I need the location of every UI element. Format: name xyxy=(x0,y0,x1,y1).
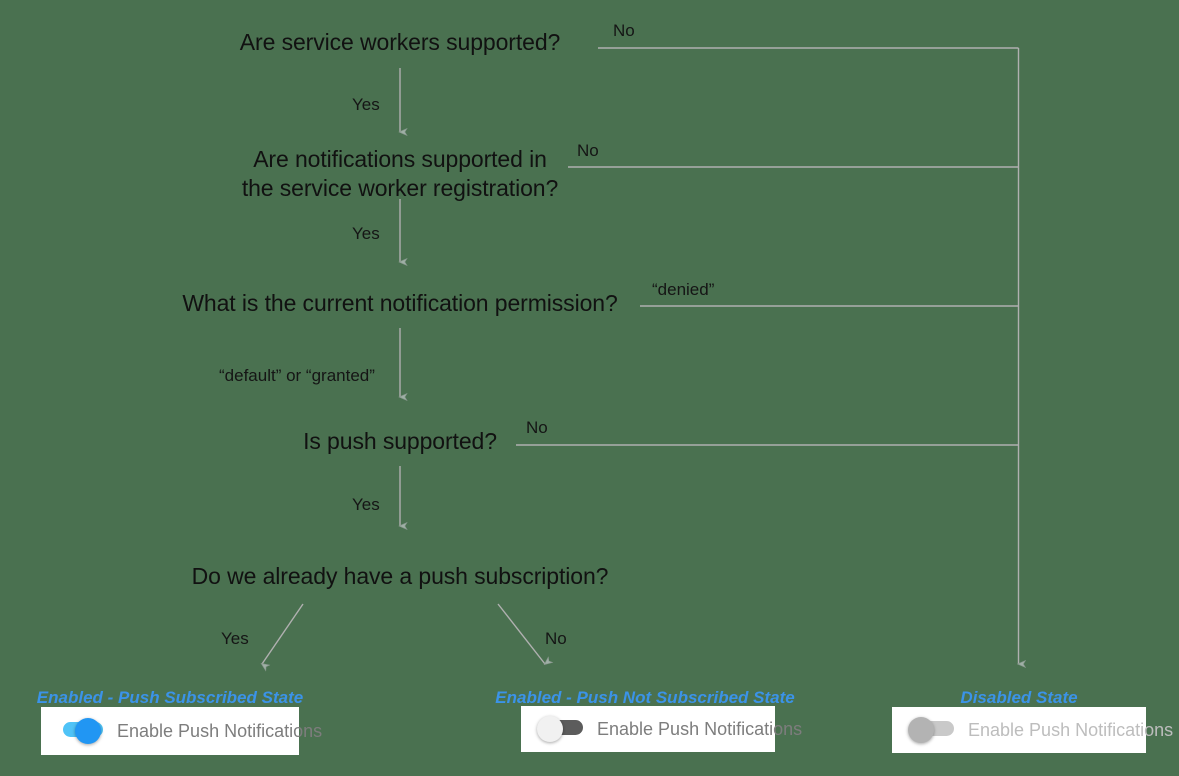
toggle-label-disabled: Enable Push Notifications xyxy=(968,720,1174,740)
edge-label-n2-yes: Yes xyxy=(352,224,380,243)
edge-n5-no xyxy=(497,603,545,664)
edge-label-n5-no: No xyxy=(545,629,567,648)
node-service-workers-supported: Are service workers supported? xyxy=(239,29,561,55)
toggle-card-disabled: Enable Push Notifications xyxy=(892,707,1173,753)
toggle-knob xyxy=(75,718,101,744)
node-notifications-supported: Are notifications supported in the servi… xyxy=(241,146,559,201)
edge-label-n1-yes: Yes xyxy=(352,95,380,114)
node-notification-permission: What is the current notification permiss… xyxy=(182,290,618,316)
toggle-knob xyxy=(537,716,563,742)
edge-label-n5-yes: Yes xyxy=(221,629,249,648)
node-have-push-subscription: Do we already have a push subscription? xyxy=(191,563,609,589)
edge-label-n4-yes: Yes xyxy=(352,495,380,514)
toggle-switch-off[interactable] xyxy=(537,716,583,742)
toggle-label-push-not-subscribed: Enable Push Notifications xyxy=(597,719,803,739)
edge-label-n4-no: No xyxy=(526,418,548,437)
toggle-card-push-not-subscribed[interactable]: Enable Push Notifications xyxy=(521,706,802,752)
toggle-label-push-subscribed: Enable Push Notifications xyxy=(117,721,323,741)
toggle-card-push-subscribed[interactable]: Enable Push Notifications xyxy=(41,707,322,755)
toggle-switch-on[interactable] xyxy=(57,718,103,744)
edge-label-n3-default-or-granted: “default” or “granted” xyxy=(219,366,375,385)
toggle-knob xyxy=(908,717,934,743)
edge-n5-yes xyxy=(262,603,304,664)
toggle-switch-disabled xyxy=(908,717,954,743)
state-label-disabled: Disabled State xyxy=(960,688,1078,707)
state-label-push-subscribed: Enabled - Push Subscribed State xyxy=(36,688,304,707)
edge-label-n2-no: No xyxy=(577,141,599,160)
state-label-push-not-subscribed: Enabled - Push Not Subscribed State xyxy=(495,688,795,707)
edge-label-n1-no: No xyxy=(613,21,635,40)
edge-label-n3-denied: “denied” xyxy=(652,280,715,299)
node-push-supported: Is push supported? xyxy=(303,428,497,454)
